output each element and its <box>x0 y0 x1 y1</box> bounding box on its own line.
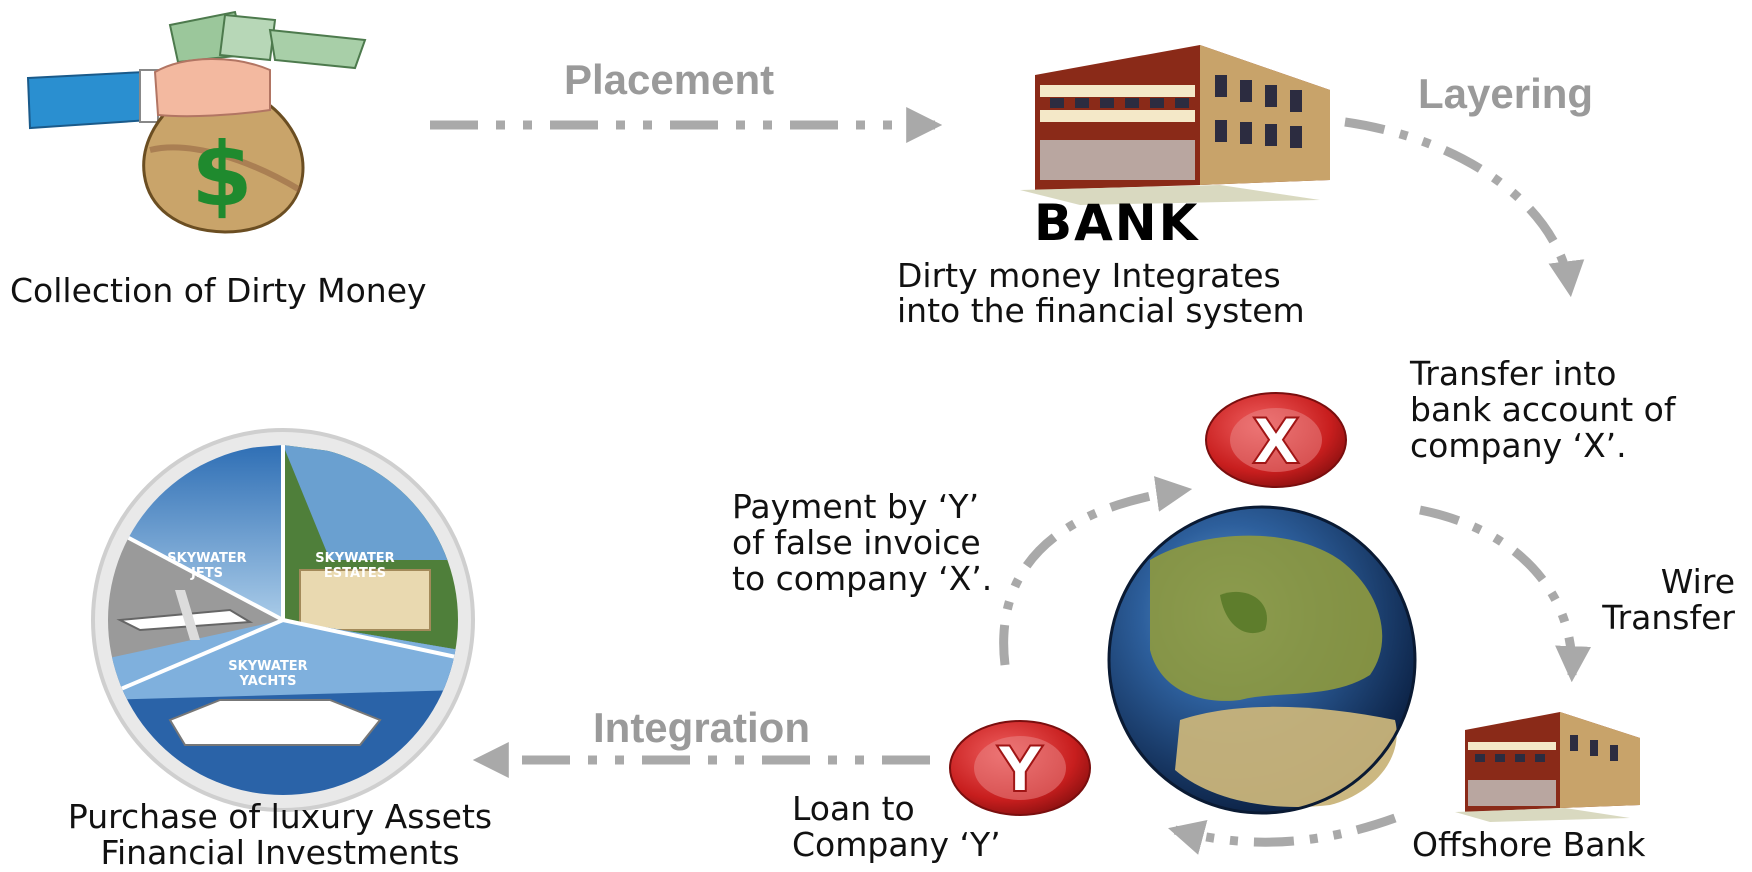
sleeve-icon <box>26 69 159 130</box>
layering-stage-label: Layering <box>1418 70 1594 117</box>
payment-caption-line-2: of false invoice <box>732 523 981 562</box>
payment-caption-line-3: to company ‘X’. <box>732 559 993 598</box>
bank-building-icon <box>1020 45 1330 205</box>
transfer-caption-line-3: company ‘X’. <box>1410 426 1627 465</box>
hand-icon <box>153 58 271 118</box>
company-y-letter: Y <box>997 733 1044 806</box>
banknotes-icon <box>168 10 367 70</box>
placement-stage-label: Placement <box>564 56 775 103</box>
yachts-label-1: SKYWATER <box>228 659 307 674</box>
collection-caption: Collection of Dirty Money <box>10 271 427 310</box>
estates-label-1: SKYWATER <box>315 551 394 566</box>
jets-label-1: SKYWATER <box>167 551 246 566</box>
offshore-bank-caption: Offshore Bank <box>1412 825 1646 864</box>
globe-icon <box>1107 505 1417 815</box>
wire-caption-line-2: Transfer <box>1602 598 1735 637</box>
purchase-caption-line-1: Purchase of luxury Assets <box>67 797 493 836</box>
wire-transfer-arrow <box>1419 505 1592 683</box>
bank-caption-line-1: Dirty money Integrates <box>897 256 1281 295</box>
payment-caption-line-1: Payment by ‘Y’ <box>732 487 980 526</box>
wire-caption-line-1: Wire <box>1660 562 1735 601</box>
loan-caption-line-2: Company ‘Y’ <box>792 825 1001 864</box>
company-y-badge: Y <box>949 720 1091 816</box>
bank-caption-line-2: into the financial system <box>897 291 1305 330</box>
loan-caption-line-1: Loan to <box>792 789 915 828</box>
dollar-sign-icon: $ <box>191 123 252 226</box>
money-bag-illustration: $ <box>26 10 367 234</box>
integration-stage-label: Integration <box>593 704 810 751</box>
company-x-badge: X <box>1205 392 1347 488</box>
purchase-caption-line-2: Financial Investments <box>100 833 460 872</box>
offshore-to-y-arrow <box>1168 813 1397 855</box>
luxury-assets-wheel: SKYWATER JETS SKYWATER ESTATES SKYWATER … <box>91 428 475 812</box>
jets-label-2: JETS <box>190 566 223 581</box>
estates-label-2: ESTATES <box>324 566 386 581</box>
yachts-label-2: YACHTS <box>239 674 297 689</box>
company-x-letter: X <box>1252 405 1300 478</box>
transfer-caption-line-2: bank account of <box>1410 390 1676 429</box>
bank-title: BANK <box>1034 194 1200 252</box>
offshore-bank-icon <box>1455 712 1640 822</box>
layering-arrow <box>1344 117 1585 298</box>
payment-arrow <box>999 476 1193 666</box>
transfer-caption-line-1: Transfer into <box>1410 354 1617 393</box>
